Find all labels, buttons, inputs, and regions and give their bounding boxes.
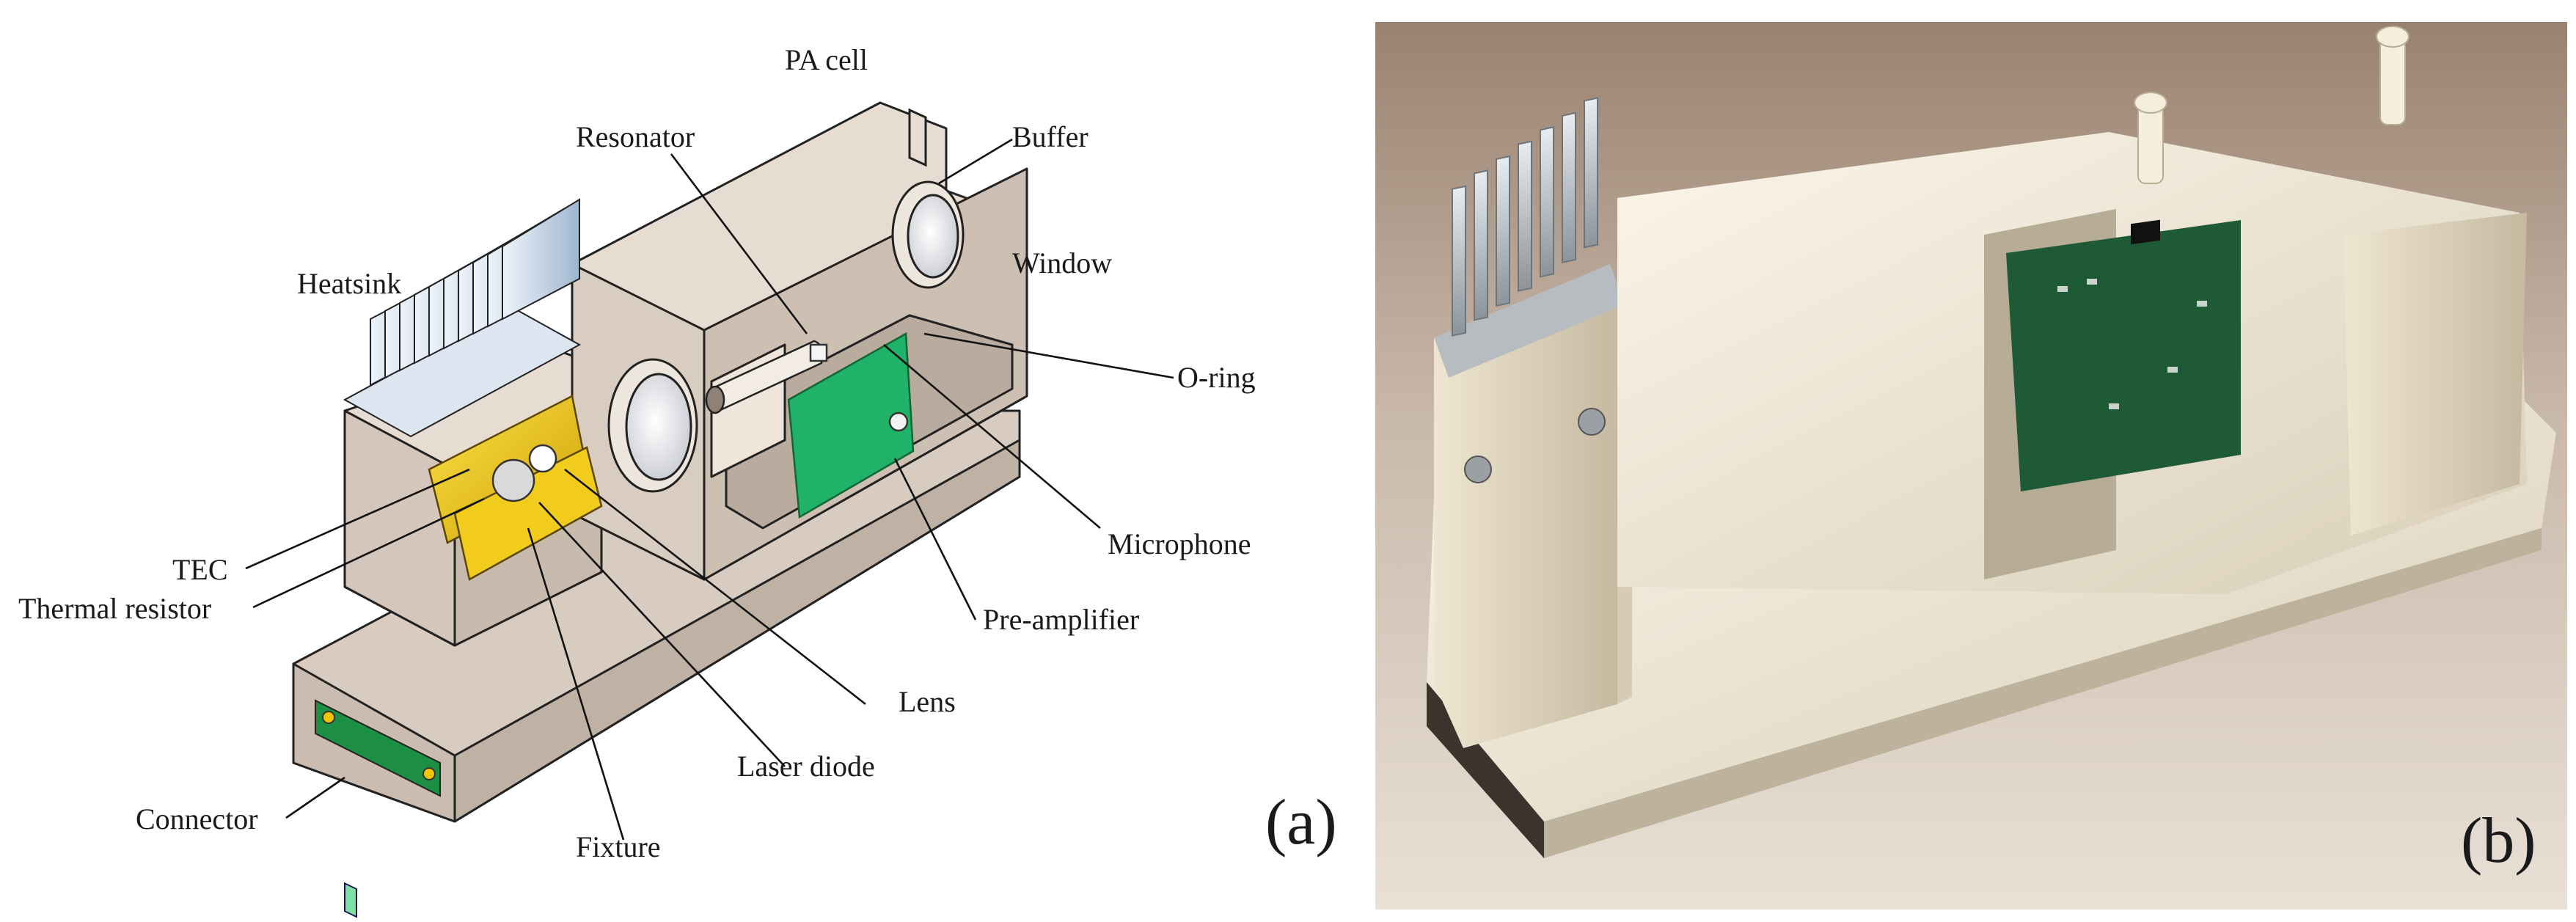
photo-pcb — [2006, 219, 2241, 491]
label-window: Window — [1012, 246, 1112, 279]
label-laser-diode: Laser diode — [737, 750, 875, 783]
panel-tag-b: (b) — [2461, 805, 2536, 877]
heatsink — [343, 198, 582, 438]
label-pre-amplifier: Pre-amplifier — [983, 603, 1139, 636]
panel-tag-a: (a) — [1265, 787, 1337, 858]
pcb-board — [787, 332, 915, 519]
front-window — [607, 358, 698, 493]
label-fixture: Fixture — [576, 830, 661, 863]
label-heatsink: Heatsink — [297, 267, 401, 300]
buffer-window — [891, 108, 965, 289]
connector — [315, 699, 441, 918]
resonator-tube — [705, 340, 824, 414]
cad-drawing-svg: PA cell Resonator Buffer Window Heatsink… — [18, 43, 1337, 918]
label-buffer: Buffer — [1012, 120, 1088, 153]
label-connector: Connector — [136, 802, 258, 835]
label-resonator: Resonator — [576, 120, 695, 153]
label-tec: TEC — [172, 553, 228, 586]
label-microphone: Microphone — [1108, 527, 1251, 560]
label-lens: Lens — [899, 685, 956, 718]
panel-a-cad-drawing: PA cell Resonator Buffer Window Heatsink… — [18, 43, 1337, 918]
label-pa-cell: PA cell — [785, 43, 868, 76]
label-thermal-resistor: Thermal resistor — [18, 592, 211, 625]
label-o-ring: O-ring — [1177, 361, 1256, 394]
photo-svg: (b) — [1375, 22, 2567, 910]
photo-heatsink — [1434, 97, 1625, 483]
panel-b-photograph: (b) — [1375, 22, 2567, 910]
gas-ports — [2134, 26, 2409, 184]
leader-lines — [245, 138, 1174, 841]
